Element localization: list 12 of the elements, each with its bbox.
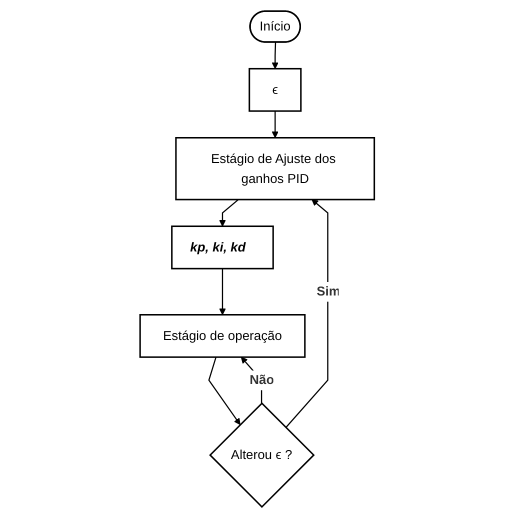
node-box bbox=[175, 137, 376, 200]
node-box bbox=[171, 226, 274, 270]
node-box bbox=[140, 314, 306, 358]
node-box bbox=[248, 68, 302, 112]
arrow bbox=[219, 199, 240, 227]
edge-label: Não bbox=[250, 372, 274, 388]
arrow bbox=[286, 199, 329, 428]
arrow bbox=[219, 268, 226, 316]
arrow bbox=[208, 356, 241, 425]
node-diamond bbox=[209, 402, 316, 508]
arrow bbox=[272, 111, 279, 138]
arrow bbox=[272, 42, 279, 70]
